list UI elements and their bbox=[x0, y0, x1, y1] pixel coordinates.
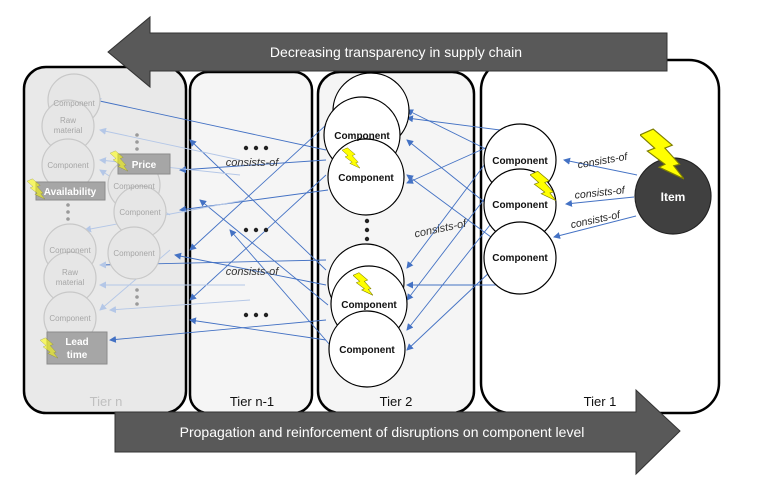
tier2-label: Component bbox=[341, 300, 397, 311]
tier2-label: Component bbox=[334, 131, 390, 142]
edges-tier1-tier2 bbox=[406, 109, 501, 351]
bottom-arrow bbox=[114, 388, 681, 476]
top-arrow-label: Decreasing transparency in supply chain bbox=[270, 44, 522, 60]
tier2-component-6 bbox=[328, 310, 406, 388]
tier-n-1-label: Tier n-1 bbox=[230, 394, 274, 409]
tiern-component-5 bbox=[107, 226, 161, 280]
edges-item-tier1 bbox=[553, 157, 638, 239]
tiern-label: Component bbox=[49, 314, 91, 323]
price-badge bbox=[117, 153, 171, 175]
tier2-label: Component bbox=[339, 345, 395, 356]
tiern-label: material bbox=[54, 126, 83, 135]
tier-2-nodes bbox=[323, 72, 410, 388]
tier1-label: Component bbox=[492, 253, 548, 264]
lead-time-badge-line1: Lead bbox=[65, 337, 88, 348]
lead-time-badge bbox=[46, 331, 108, 365]
tiern-label: material bbox=[56, 278, 85, 287]
edges-tier2-tiern1 bbox=[94, 97, 331, 346]
ellipsis-dots-faded bbox=[66, 133, 139, 306]
top-arrow bbox=[107, 15, 668, 89]
bottom-arrow-label: Propagation and reinforcement of disrupt… bbox=[180, 424, 585, 440]
relation-label-item-2: consists-of bbox=[574, 184, 626, 201]
tier-n-nodes bbox=[41, 73, 167, 345]
tier1-label: Component bbox=[492, 200, 548, 211]
tiern-label: Component bbox=[49, 246, 91, 255]
tiern-label: Component bbox=[119, 208, 161, 217]
tiern-label: Component bbox=[113, 182, 155, 191]
tier1-label: Component bbox=[492, 156, 548, 167]
relation-label-tiern1-upper: consists-of bbox=[226, 157, 280, 169]
tiern-label: Component bbox=[113, 249, 155, 258]
tiern-label: Component bbox=[47, 161, 89, 170]
price-badge-label: Price bbox=[132, 160, 157, 171]
tier-n-label: Tier n bbox=[90, 394, 123, 409]
tier1-component-3 bbox=[483, 221, 557, 295]
tier-2-labels: Component Component Component Component bbox=[334, 131, 397, 356]
item-label: Item bbox=[661, 190, 686, 204]
tier-1-label: Tier 1 bbox=[584, 394, 617, 409]
tier-1-labels: Component Component Component bbox=[492, 156, 548, 264]
availability-badge-label: Availability bbox=[44, 187, 97, 198]
tier-n-labels: Component Raw material Component Compone… bbox=[47, 99, 161, 323]
lead-time-badge-line2: time bbox=[67, 350, 88, 361]
tiern-label: Raw bbox=[62, 268, 78, 277]
relation-label-tiern1-lower: consists-of bbox=[226, 266, 280, 278]
tiern-label: Component bbox=[53, 99, 95, 108]
tier-n-1-box bbox=[188, 70, 314, 415]
tier2-label: Component bbox=[338, 173, 394, 184]
ellipsis-dots bbox=[243, 145, 370, 318]
tiern-label: Raw bbox=[60, 116, 76, 125]
tier-2-label: Tier 2 bbox=[380, 394, 413, 409]
